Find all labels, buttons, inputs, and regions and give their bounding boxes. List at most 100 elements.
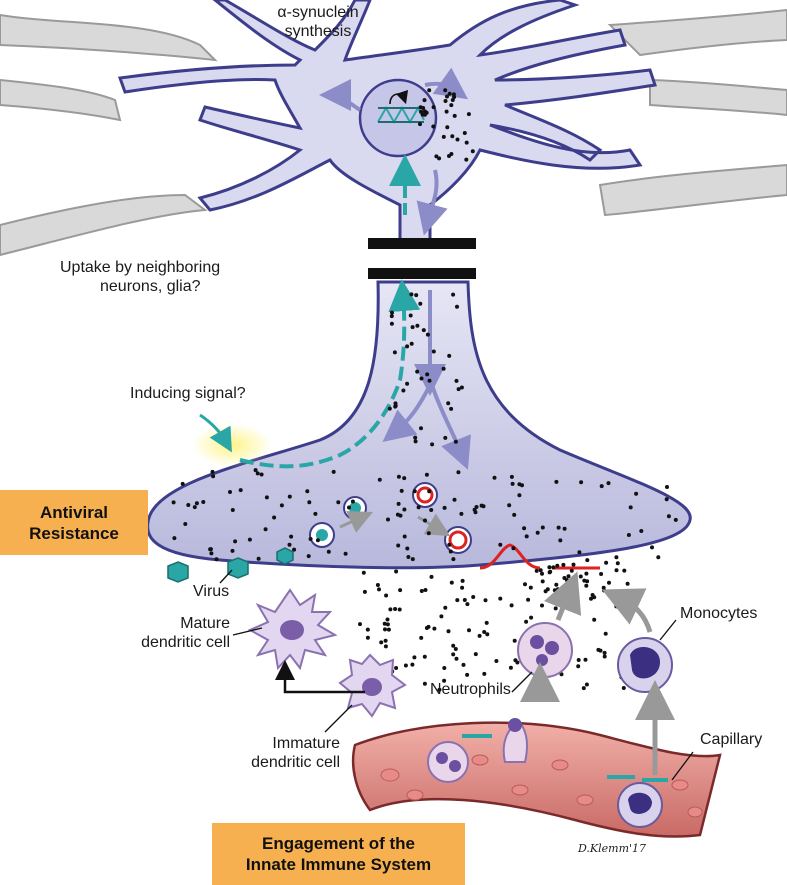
particle-dot [483, 598, 488, 603]
particle-dot [459, 511, 464, 516]
particle-dot [556, 525, 561, 530]
particle-dot [517, 493, 522, 498]
particle-dot [673, 517, 678, 522]
particle-dot [569, 568, 574, 573]
particle-dot [540, 525, 545, 530]
particle-dot [455, 304, 459, 309]
particle-dot [377, 587, 381, 592]
particle-dot [589, 596, 593, 601]
particle-dot [385, 622, 390, 627]
particle-dot [621, 686, 626, 690]
particle-dot [183, 522, 188, 526]
particle-dot [405, 546, 410, 551]
particle-dot [233, 539, 238, 544]
particle-dot [462, 598, 467, 602]
particle-dot [208, 547, 213, 552]
synthesis-line-1: α-synuclein [277, 4, 359, 21]
particle-dot [308, 537, 313, 541]
particle-dot [524, 534, 529, 539]
particle-dot [454, 378, 459, 383]
neutrophil [517, 622, 573, 678]
particle-dot [408, 313, 413, 318]
particle-dot [421, 106, 426, 110]
particle-dot [443, 88, 448, 93]
particle-dot [578, 574, 583, 579]
mature-line-1: Mature [180, 615, 230, 632]
particle-dot [395, 512, 400, 517]
particle-dot [451, 652, 456, 657]
particle-dot [393, 607, 398, 611]
particle-dot [446, 401, 451, 406]
particle-dot [238, 488, 243, 493]
particle-dot [572, 594, 577, 599]
particle-dot [555, 563, 560, 568]
particle-dot [444, 109, 449, 114]
particle-dot [315, 538, 320, 543]
particle-dot [604, 560, 609, 565]
particle-dot [180, 481, 185, 486]
particle-dot [560, 595, 564, 600]
particle-dot [416, 505, 421, 510]
particle-dot [253, 468, 258, 473]
particle-dot [447, 542, 452, 547]
particle-dot [390, 310, 394, 315]
particle-dot [392, 350, 397, 355]
particle-dot [263, 527, 268, 532]
particle-dot [482, 630, 487, 634]
particle-dot [462, 131, 467, 135]
particle-dot [592, 617, 597, 622]
particle-dot [382, 621, 387, 626]
particle-dot [581, 686, 586, 691]
particle-dot [279, 503, 284, 508]
particle-dot [365, 635, 370, 640]
particle-dot [386, 627, 391, 632]
particle-dot [306, 554, 311, 559]
particle-dot [383, 638, 388, 643]
particle-dot [584, 571, 589, 576]
particle-dot [625, 581, 630, 586]
particle-dot [460, 585, 465, 590]
particle-dot [209, 551, 214, 556]
particle-dot [482, 671, 487, 676]
particle-dot [422, 112, 427, 117]
neutrophils-label: Neutrophils [430, 681, 511, 698]
particle-dot [512, 638, 517, 643]
particle-dot [614, 604, 619, 609]
innate-immune-box: Engagement of the Innate Immune System [212, 823, 465, 885]
particle-dot [492, 475, 497, 480]
particle-dot [379, 640, 384, 645]
particle-dot [427, 378, 432, 383]
mature-line-2: dendritic cell [141, 634, 230, 651]
immature-dc-label: Immature dendritic cell [210, 734, 340, 772]
particle-dot [402, 507, 407, 512]
particle-dot [230, 508, 235, 512]
particle-dot [447, 91, 452, 96]
particle-dot [603, 631, 608, 636]
particle-dot [498, 596, 503, 601]
monocytes-label: Monocytes [680, 605, 758, 622]
particle-dot [431, 105, 436, 110]
particle-dot [461, 662, 466, 667]
particle-dot [571, 562, 576, 567]
particle-dot [535, 530, 540, 535]
particle-dot [387, 406, 392, 411]
particle-dot [628, 505, 633, 510]
particle-dot [192, 505, 197, 510]
capillary-neutrophil [427, 741, 469, 783]
particle-dot [427, 88, 432, 93]
particle-dot [421, 328, 426, 333]
particle-dot [552, 588, 557, 593]
particle-dot [537, 678, 542, 683]
particle-dot [419, 376, 424, 381]
particle-dot [383, 627, 387, 632]
particle-dot [650, 545, 654, 550]
particle-dot [398, 588, 403, 593]
particle-dot [389, 314, 394, 319]
particle-dot [422, 681, 427, 686]
inducing-glow [192, 423, 272, 467]
nucleus [358, 78, 438, 158]
particle-dot [614, 555, 619, 560]
particle-dot [401, 388, 406, 393]
